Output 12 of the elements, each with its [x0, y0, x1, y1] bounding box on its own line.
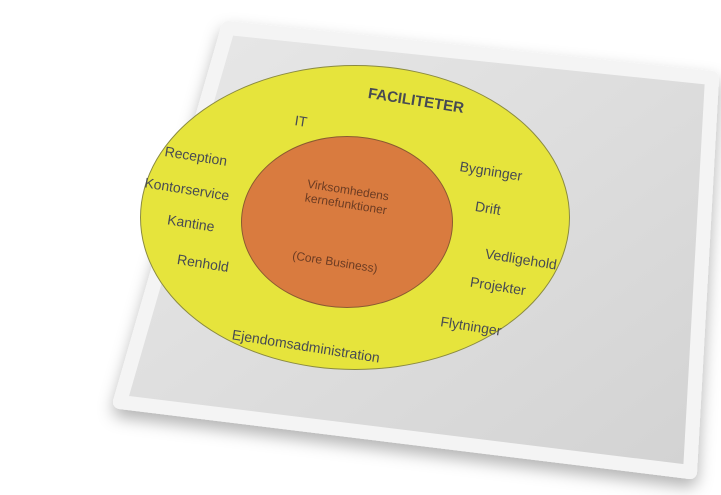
service-label: Flytninger [439, 313, 503, 339]
service-label: Vedligehold [484, 245, 558, 273]
service-label: Projekter [469, 274, 527, 298]
service-label: Kontorservice [143, 174, 231, 204]
service-label: Renhold [176, 251, 230, 275]
region-heading: FACILITETER [366, 85, 466, 117]
service-label: Bygninger [458, 158, 524, 184]
service-label: Kantine [166, 211, 216, 235]
service-label: Drift [474, 198, 502, 218]
core-label: (Core Business) [290, 247, 380, 278]
service-label: Reception [164, 143, 228, 169]
service-label: IT [294, 112, 308, 130]
